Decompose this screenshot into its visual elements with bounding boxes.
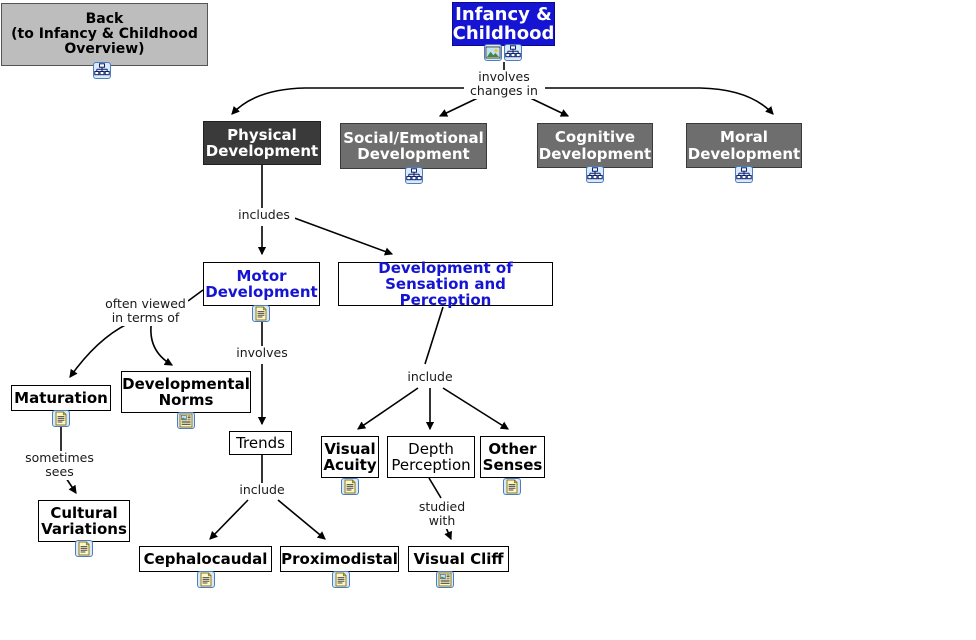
- document-icon[interactable]: [503, 478, 521, 495]
- document-icon[interactable]: [52, 410, 70, 427]
- node-maturation[interactable]: Maturation: [11, 385, 111, 411]
- node-label-title: Infancy & Childhood: [452, 3, 555, 44]
- link-label-include-sensation[interactable]: include: [406, 369, 454, 385]
- node-physical[interactable]: Physical Development: [203, 121, 321, 165]
- edge-include-cephalocaudal: [209, 499, 249, 540]
- resource-icons-back: [93, 62, 111, 79]
- resource-icons-visual-cliff: [436, 571, 454, 588]
- resource-icons-cultural: [75, 540, 93, 557]
- node-label-motor: Motor Development: [205, 266, 318, 301]
- node-label-norms: Developmental Norms: [122, 374, 250, 409]
- edge-include-proximodistal: [277, 499, 326, 540]
- document-icon[interactable]: [252, 305, 270, 322]
- node-label-moral: Moral Development: [687, 128, 801, 163]
- node-label-cognitive: Cognitive Development: [538, 128, 652, 163]
- node-label-depth: Depth Perception: [391, 439, 471, 474]
- resource-icons-cognitive: [586, 166, 604, 183]
- edge-include-visualacuity: [357, 387, 419, 430]
- edge-oftenviewed-maturation: [69, 318, 140, 378]
- resource-icons-other-senses: [503, 478, 521, 495]
- node-trends[interactable]: Trends: [229, 431, 292, 455]
- node-sensation[interactable]: Development of Sensation and Perception: [338, 258, 553, 310]
- edge-oftenviewed-norms: [150, 318, 174, 366]
- node-motor[interactable]: Motor Development: [203, 262, 320, 306]
- edge-include-othersenses: [442, 387, 509, 430]
- resource-icons-social: [405, 167, 423, 184]
- edge-motor-to-oftenviewed: [187, 289, 204, 302]
- document-icon[interactable]: [75, 540, 93, 557]
- edge-sensation-to-include: [424, 306, 444, 365]
- document-image-icon[interactable]: [177, 412, 195, 429]
- concept-map-icon[interactable]: [93, 62, 111, 79]
- node-proximodistal[interactable]: Proximodistal: [280, 546, 399, 572]
- link-label-involves[interactable]: involves: [233, 345, 291, 361]
- resource-icons-proximodistal: [332, 571, 350, 588]
- resource-icons-visual-acuity: [341, 478, 359, 495]
- link-label-involves-changes-in[interactable]: involves changes in: [464, 69, 544, 99]
- node-label-cephalocaudal: Cephalocaudal: [143, 549, 268, 568]
- resource-icons-cephalocaudal: [197, 571, 215, 588]
- link-label-sometimes-sees[interactable]: sometimes sees: [22, 450, 97, 480]
- node-visual-cliff[interactable]: Visual Cliff: [408, 546, 509, 572]
- link-label-includes[interactable]: includes: [233, 207, 295, 223]
- node-label-proximodistal: Proximodistal: [281, 549, 398, 568]
- concept-map-icon[interactable]: [504, 44, 522, 61]
- image-icon[interactable]: [484, 44, 502, 61]
- document-image-icon[interactable]: [436, 571, 454, 588]
- resource-icons-motor: [252, 305, 270, 322]
- edge-includes-sensation: [288, 215, 394, 256]
- node-norms[interactable]: Developmental Norms: [121, 371, 251, 413]
- node-cephalocaudal[interactable]: Cephalocaudal: [139, 546, 272, 572]
- link-label-studied-with[interactable]: studied with: [417, 499, 467, 529]
- node-other-senses[interactable]: Other Senses: [480, 436, 545, 478]
- node-back[interactable]: Back (to Infancy & Childhood Overview): [1, 3, 208, 66]
- node-social[interactable]: Social/Emotional Development: [340, 123, 487, 169]
- node-label-visual-cliff: Visual Cliff: [413, 549, 504, 568]
- node-visual-acuity[interactable]: Visual Acuity: [321, 436, 379, 478]
- edge-depth-to-studiedwith: [428, 477, 442, 499]
- resource-icons-title: [484, 44, 522, 61]
- node-label-physical: Physical Development: [205, 125, 319, 160]
- edge-sometimes-cultural: [65, 477, 77, 494]
- edge-involves-moral: [545, 87, 774, 115]
- node-moral[interactable]: Moral Development: [686, 123, 802, 168]
- node-cultural[interactable]: Cultural Variations: [38, 500, 130, 542]
- document-icon[interactable]: [197, 571, 215, 588]
- node-label-other-senses: Other Senses: [482, 439, 543, 474]
- edge-involves-physical: [231, 87, 464, 115]
- node-label-social: Social/Emotional Development: [343, 128, 484, 163]
- node-label-cultural: Cultural Variations: [41, 503, 127, 538]
- node-cognitive[interactable]: Cognitive Development: [537, 123, 653, 168]
- resource-icons-moral: [735, 166, 753, 183]
- node-label-maturation: Maturation: [14, 388, 108, 407]
- concept-map-icon[interactable]: [405, 167, 423, 184]
- concept-map-icon[interactable]: [735, 166, 753, 183]
- link-label-include-trends[interactable]: include: [238, 482, 286, 498]
- node-label-sensation: Development of Sensation and Perception: [378, 258, 513, 310]
- concept-map-icon[interactable]: [586, 166, 604, 183]
- document-icon[interactable]: [332, 571, 350, 588]
- node-label-back: Back (to Infancy & Childhood Overview): [11, 10, 198, 58]
- node-label-visual-acuity: Visual Acuity: [323, 439, 377, 474]
- node-title[interactable]: Infancy & Childhood: [452, 2, 555, 46]
- resource-icons-norms: [177, 412, 195, 429]
- resource-icons-maturation: [52, 410, 70, 427]
- link-label-often-viewed-in-terms-of[interactable]: often viewed in terms of: [103, 296, 188, 326]
- document-icon[interactable]: [341, 478, 359, 495]
- node-depth[interactable]: Depth Perception: [387, 436, 475, 478]
- node-label-trends: Trends: [236, 433, 285, 452]
